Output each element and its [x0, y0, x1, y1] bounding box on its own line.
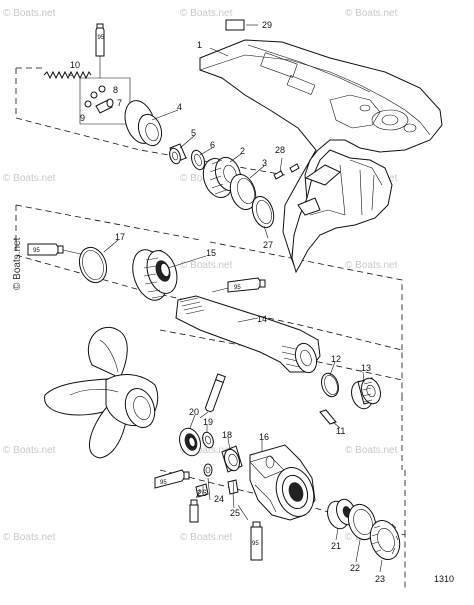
gear-housing — [199, 39, 443, 274]
callout-8: 8 — [113, 85, 118, 95]
part-3-bearing-cup — [229, 173, 257, 211]
callout-24: 24 — [214, 494, 224, 504]
part-24-washer — [203, 463, 213, 477]
grease-tube-lower-left: 95 — [154, 469, 190, 489]
part-11-cross-pin — [319, 409, 337, 425]
part-19-washer — [202, 431, 214, 449]
callout-16: 16 — [259, 432, 269, 442]
part-25-screw — [227, 479, 239, 495]
callout-27: 27 — [263, 240, 273, 250]
callout-14: 14 — [257, 314, 267, 324]
callout-7: 7 — [117, 98, 122, 108]
callout-28: 28 — [275, 145, 285, 155]
part-18-bearing — [221, 445, 243, 473]
callout-3: 3 — [262, 158, 267, 168]
tube-label: 95 — [33, 248, 40, 254]
callout-9: 9 — [80, 113, 85, 123]
tube-label: 95 — [252, 541, 259, 547]
callout-26: 26 — [197, 488, 207, 498]
callout-10: 10 — [70, 60, 80, 70]
watermark-text: © Boats.net — [3, 173, 56, 184]
part-27-shim — [251, 195, 275, 229]
watermark-text: © Boats.net — [180, 532, 233, 543]
callout-1: 1 — [197, 40, 202, 50]
watermark-text: © Boats.net — [180, 445, 233, 456]
watermark-text: © Boats.net — [3, 8, 56, 19]
callout-29: 29 — [262, 20, 272, 30]
part-26-nut — [195, 483, 209, 498]
part-6-race — [191, 149, 205, 171]
part-16-bearing-carrier — [249, 444, 316, 521]
tube-label: 95 — [160, 480, 167, 486]
callout-19: 19 — [203, 417, 213, 427]
watermark-text: © Boats.net — [345, 445, 398, 456]
part-5-needle-bearing — [169, 143, 187, 165]
callout-12: 12 — [331, 354, 341, 364]
watermark-text: © Boats.net — [345, 8, 398, 19]
part-22-race — [347, 503, 377, 541]
part-29-plate — [225, 19, 258, 31]
callout-18: 18 — [222, 430, 232, 440]
tube-label: 95 — [234, 285, 241, 291]
part-4-bearing-cup — [124, 100, 163, 147]
tube-label: 95 — [98, 35, 105, 41]
callout-2: 2 — [240, 146, 245, 156]
watermark-text: © Boats.net — [180, 8, 233, 19]
grease-tube-upper-right — [199, 373, 226, 419]
leader-lines — [67, 47, 383, 573]
watermark-text: © Boats.net — [3, 445, 56, 456]
grease-tube-lower-mid — [189, 489, 201, 523]
grease-tube-left: 95 — [27, 243, 86, 256]
grease-tube-bottom: 95 — [237, 504, 263, 561]
callout-20: 20 — [189, 407, 199, 417]
callout-4: 4 — [177, 102, 182, 112]
callout-11: 11 — [336, 426, 345, 436]
part-13-clutch — [351, 377, 381, 410]
callout-15: 15 — [206, 248, 216, 258]
watermark-text: © Boats.net — [180, 260, 233, 271]
part-2-roller-bearing — [202, 156, 242, 199]
part-17-o-ring — [78, 246, 108, 284]
watermark-text: © Boats.net — [3, 532, 56, 543]
spring-part-10 — [43, 70, 92, 80]
watermark-vertical-text: © Boats.net — [12, 237, 23, 290]
part-20-seal — [179, 427, 201, 457]
callout-23: 23 — [375, 574, 385, 584]
callout-17: 17 — [115, 232, 125, 242]
figure-number: 1310 — [434, 574, 454, 584]
grease-tube-shaft: 95 — [211, 277, 266, 293]
part-14-propeller-shaft — [175, 295, 321, 374]
part-23-thrust-bearing — [369, 519, 401, 561]
callout-labels: 1 2 3 4 5 6 7 8 9 10 11 12 13 14 15 16 1… — [70, 20, 385, 584]
watermark-text: © Boats.net — [345, 260, 398, 271]
callout-5: 5 — [191, 128, 196, 138]
callout-6: 6 — [210, 140, 215, 150]
callout-25: 25 — [230, 508, 240, 518]
callout-22: 22 — [350, 563, 360, 573]
part-15-forward-gear — [132, 249, 178, 301]
shift-components-group — [79, 56, 131, 125]
propeller — [44, 327, 159, 459]
callout-21: 21 — [331, 541, 341, 551]
part-12-cross-pin-retainer — [321, 372, 339, 398]
callout-13: 13 — [361, 363, 371, 373]
part-28-pins — [273, 163, 300, 180]
grease-tube-top: 95 — [95, 23, 105, 57]
